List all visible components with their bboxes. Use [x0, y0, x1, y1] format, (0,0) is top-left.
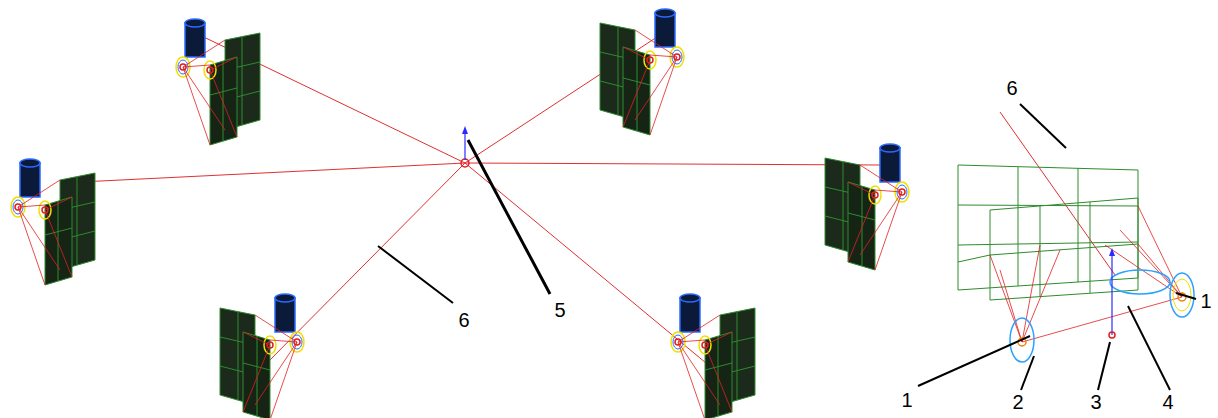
- leader-line: [378, 246, 453, 303]
- robot: [176, 19, 260, 145]
- link-lines: [60, 28, 880, 368]
- callout-number: 5: [554, 299, 565, 321]
- robot: [11, 159, 95, 285]
- robot: [220, 294, 304, 418]
- robot-detail: [958, 112, 1194, 362]
- leader-line: [468, 140, 550, 294]
- callout-number: 6: [458, 309, 469, 331]
- leader-line: [918, 104, 1196, 390]
- callout-number: 2: [1012, 391, 1023, 413]
- callout-number: 3: [1090, 391, 1101, 413]
- callout-number: 6: [1006, 77, 1017, 99]
- callout-number: 1: [901, 389, 912, 411]
- robot: [671, 294, 755, 418]
- callout-number: 1: [1200, 290, 1211, 312]
- callout-number: 4: [1162, 391, 1173, 413]
- robot: [600, 9, 684, 135]
- robot: [825, 144, 909, 270]
